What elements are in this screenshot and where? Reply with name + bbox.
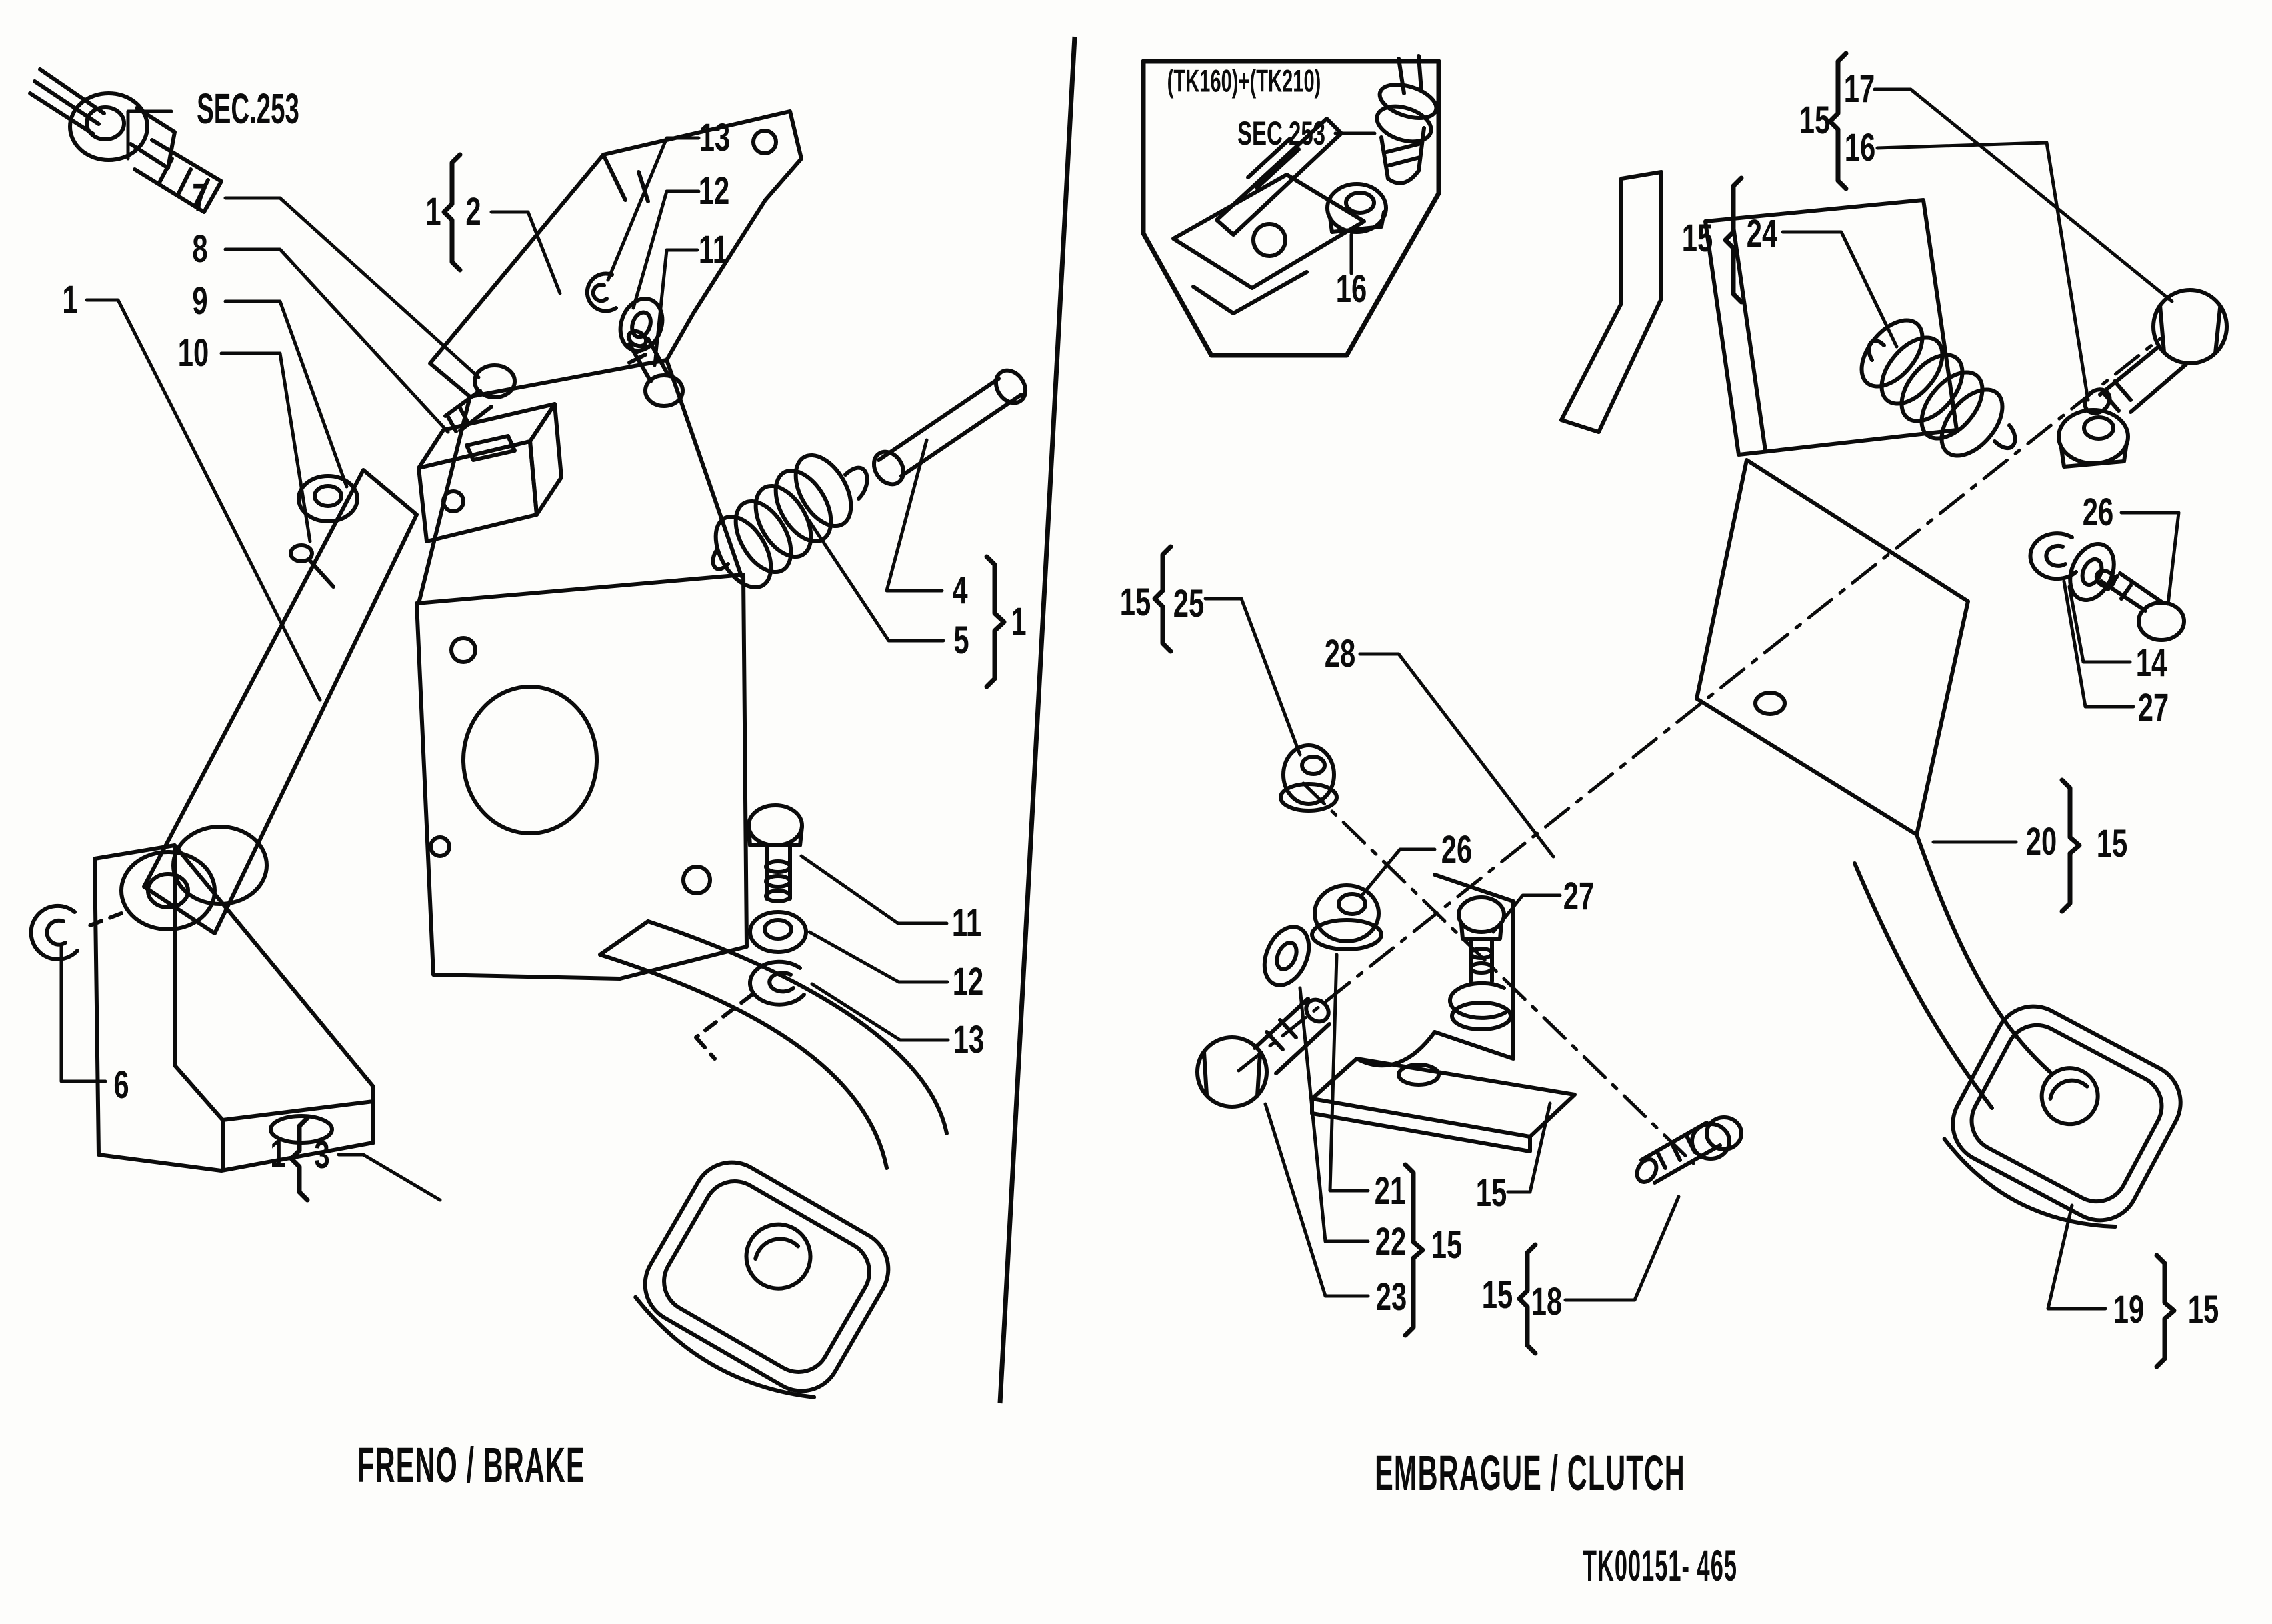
callout-20: 20 (2025, 820, 2057, 863)
callout-25: 25 (1173, 582, 1205, 625)
callout-13-mid: 13 (953, 1018, 985, 1061)
callout-14: 14 (2135, 641, 2167, 685)
callout-1-of-45: 1 (1011, 600, 1027, 643)
callout-5: 5 (953, 619, 969, 662)
brake-lower-channel-icon (93, 843, 375, 1173)
callout-15-g: 15 (1481, 1273, 1513, 1317)
callout-15-f: 15 (1475, 1171, 1507, 1215)
fastener-set-mid-icon (694, 803, 808, 1061)
clamp-block-icon (417, 402, 563, 543)
callout-15-d: 15 (2096, 822, 2128, 865)
callout-24: 24 (1746, 212, 1778, 255)
callout-16-inset: 16 (1335, 267, 1367, 311)
clutch-pedal-pad-icon (1942, 1004, 2183, 1229)
bolt-27-icon (1448, 895, 1513, 1031)
callout-16: 16 (1844, 126, 1876, 169)
inset-sensor-icon (1375, 54, 1439, 185)
callout-23: 23 (1375, 1275, 1407, 1319)
brake-caption: FRENO / BRAKE (357, 1437, 585, 1493)
leader-lines (59, 87, 2181, 1311)
callout-12-mid: 12 (952, 960, 984, 1003)
pedal-pin-icon (871, 368, 1028, 487)
brake-assembly-art (28, 67, 1028, 1399)
clamp-bolt-icon (443, 363, 517, 433)
clutch-spring-icon (1859, 318, 2017, 458)
callout-17: 17 (1843, 67, 1875, 111)
assembly-axis-lines (1237, 337, 2162, 1165)
inset-sec253-label: SEC 253 (1237, 115, 1326, 152)
lock-washer-right-icon (2028, 531, 2078, 581)
callout-1-of-2: 1 (425, 190, 441, 233)
brake-return-spring-icon (711, 453, 869, 590)
clutch-pedal-arm-icon (1853, 833, 2052, 1110)
callout-1-left: 1 (62, 278, 78, 321)
callout-15-c: 15 (1119, 581, 1151, 624)
callout-26-mid: 26 (1441, 828, 1473, 871)
callout-22: 22 (1375, 1220, 1407, 1263)
callout-1-of-3: 1 (270, 1132, 286, 1175)
washer-right-icon (2068, 541, 2116, 603)
callout-2: 2 (465, 190, 481, 233)
brake-upper-bracket-icon (428, 109, 803, 399)
callout-15-e: 15 (1431, 1223, 1463, 1267)
callout-15-h: 15 (2187, 1288, 2219, 1331)
inset-box (1141, 59, 1441, 358)
callout-18: 18 (1531, 1280, 1563, 1323)
callout-3: 3 (314, 1133, 330, 1177)
callout-11-mid: 11 (951, 901, 982, 945)
sec253-label: SEC.253 (197, 85, 299, 133)
brake-firewall-plate-icon (415, 358, 749, 981)
panel-divider (997, 36, 1077, 1404)
bolt-21-icon (1195, 997, 1331, 1109)
washer-22-icon (1262, 925, 1311, 987)
callout-19: 19 (2113, 1288, 2145, 1331)
e-clip-icon (29, 903, 79, 961)
callout-27-mid: 27 (1563, 875, 1595, 918)
clutch-pivot-arm-icon (1695, 458, 1970, 837)
stud-18-icon (1635, 1115, 1743, 1185)
clutch-caption: EMBRAGUE / CLUTCH (1375, 1445, 1685, 1501)
callout-braces (289, 51, 2177, 1369)
callout-6: 6 (113, 1063, 129, 1107)
callout-28: 28 (1324, 632, 1356, 675)
brake-pedal-arm-icon (598, 919, 949, 1170)
switch-washer-icon (297, 474, 359, 523)
clutch-upper-arm-icon (1559, 170, 1663, 434)
callout-27-right: 27 (2137, 686, 2169, 729)
clutch-assembly-art (1141, 54, 2229, 1229)
inset-nut-icon (1325, 182, 1388, 234)
brake-switch-sensor-icon (28, 67, 223, 214)
brake-support-arm-icon (85, 468, 419, 935)
callout-12-top: 12 (698, 169, 730, 213)
fastener-set-top-icon (585, 271, 685, 408)
doc-code: TK00151- 465 (1583, 1541, 1737, 1590)
callout-4: 4 (952, 569, 968, 612)
callout-21: 21 (1374, 1169, 1406, 1213)
bolt-right-icon (2094, 568, 2186, 642)
callout-26-right: 26 (2082, 491, 2114, 534)
callout-7: 7 (192, 176, 208, 219)
callout-15-b: 15 (1681, 217, 1713, 260)
flange-nut-25-icon (1279, 743, 1339, 813)
callout-9: 9 (192, 279, 208, 323)
clutch-foot-bracket-icon (1310, 873, 1577, 1153)
callout-13-top: 13 (699, 116, 731, 159)
flange-nut-26-icon (1310, 883, 1383, 951)
pivot-nut-icon (2057, 408, 2130, 469)
brake-pedal-pad-icon (633, 1160, 891, 1399)
inset-variant-label: (TK160)+(TK210) (1167, 63, 1321, 99)
callout-10: 10 (177, 331, 209, 375)
callout-15-a: 15 (1799, 99, 1831, 142)
pivot-bolt-icon (2083, 288, 2229, 415)
callout-8: 8 (192, 227, 208, 271)
callout-11-top: 11 (698, 228, 729, 271)
